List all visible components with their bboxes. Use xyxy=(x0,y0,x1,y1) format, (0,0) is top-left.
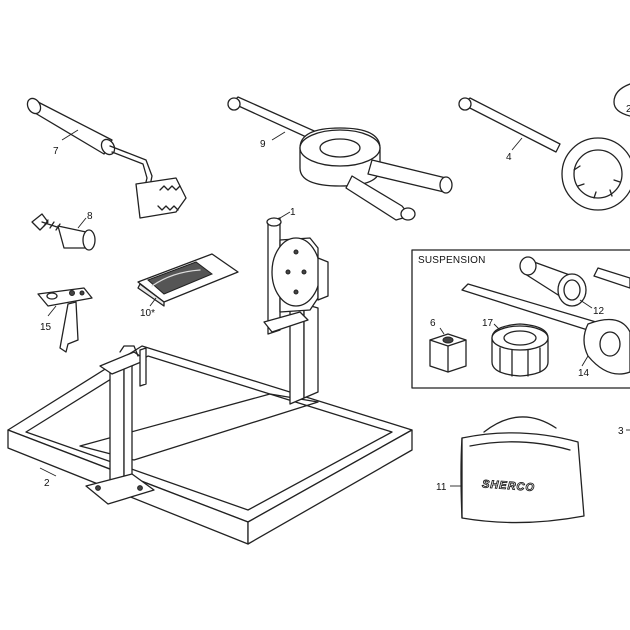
tool-bag: SHERCO 11 xyxy=(436,416,585,524)
suspension-group: SUSPENSION 12 14 6 xyxy=(411,249,630,389)
partial-label-3: 3 xyxy=(618,426,630,437)
label-9: 9 xyxy=(260,139,266,150)
label-3: 3 xyxy=(618,426,624,437)
tool-partial-right-edge: 2 xyxy=(613,83,630,117)
suspension-box-title: SUSPENSION xyxy=(418,255,486,266)
tool-ring-nut-wrench: 9 xyxy=(227,96,453,221)
label-12: 12 xyxy=(593,306,605,317)
tool-bolt-adapter: 8 xyxy=(31,211,96,251)
bag-brand-logo: SHERCO xyxy=(482,478,536,494)
tool-pin-spanner: 4 xyxy=(458,97,630,211)
label-2-partial: 2 xyxy=(626,104,630,115)
label-1: 1 xyxy=(290,207,296,218)
label-14: 14 xyxy=(578,368,590,379)
label-2: 2 xyxy=(44,478,50,489)
suspension-box-frame xyxy=(411,249,630,389)
tool-ratchet-handle: 7 xyxy=(26,97,187,219)
tool-split-ring: 17 xyxy=(482,318,549,377)
tool-hook-spanner: 14 xyxy=(461,283,630,379)
label-6: 6 xyxy=(430,318,436,329)
owners-manual: 10* xyxy=(137,253,239,319)
label-4: 4 xyxy=(506,152,512,163)
tool-bracket: 15 xyxy=(37,287,93,353)
label-15: 15 xyxy=(40,322,52,333)
tool-square-block: 6 xyxy=(429,318,467,373)
label-7: 7 xyxy=(53,146,59,157)
label-10: 10* xyxy=(140,308,155,319)
stand-upright-support: 1 xyxy=(263,207,329,405)
stand-tray: 2 xyxy=(7,345,413,545)
label-11: 11 xyxy=(436,482,447,493)
tool-cylinder-sleeve: 12 xyxy=(519,256,605,317)
label-17: 17 xyxy=(482,318,494,329)
label-8: 8 xyxy=(87,211,93,222)
